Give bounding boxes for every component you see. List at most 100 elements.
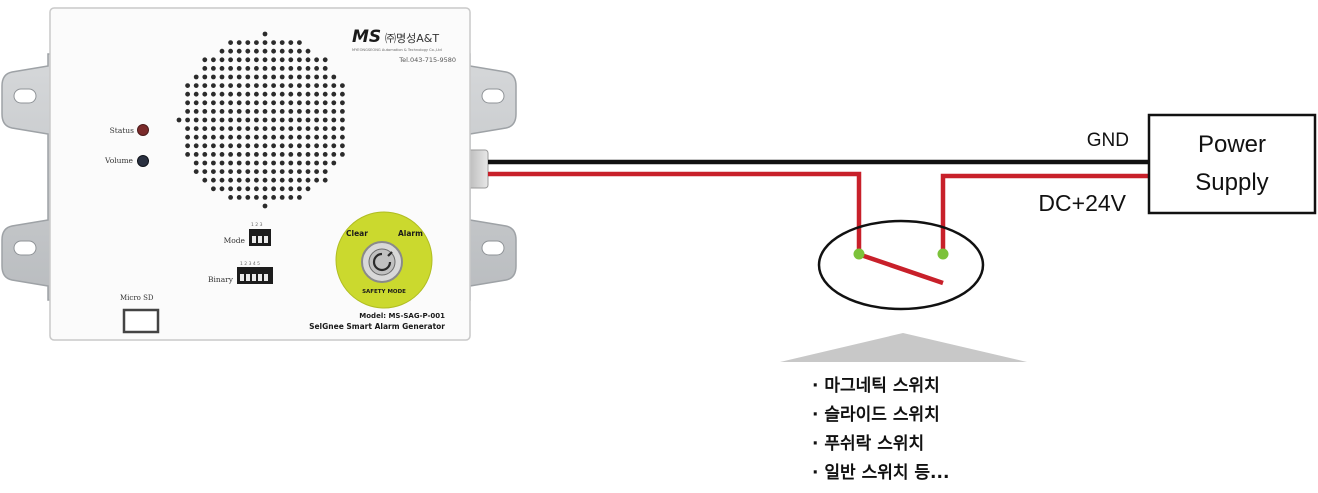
grille-hole [254, 66, 259, 71]
grille-hole [228, 117, 234, 123]
grille-hole [297, 177, 302, 183]
microsd-slot[interactable] [122, 308, 160, 334]
mount-slot-top-left [13, 88, 37, 104]
speaker-grille [176, 31, 345, 209]
brand-logo: MS [352, 27, 381, 47]
grille-hole [331, 143, 337, 149]
grille-hole [245, 143, 251, 149]
grille-hole [279, 160, 285, 166]
grille-hole [254, 83, 259, 88]
grille-hole [236, 117, 242, 123]
grille-hole [305, 91, 311, 97]
grille-hole [185, 134, 191, 140]
grille-hole [262, 195, 268, 200]
grille-hole [305, 117, 311, 123]
grille-hole [331, 74, 337, 80]
grille-hole [271, 40, 276, 45]
grille-hole [288, 117, 294, 123]
grille-hole [211, 109, 216, 114]
key-icon [372, 252, 392, 272]
gnd-label: GND [1087, 130, 1129, 151]
grille-hole [262, 126, 268, 131]
grille-hole [262, 57, 268, 63]
grille-hole [271, 134, 276, 140]
grille-hole [314, 83, 319, 88]
grille-hole [288, 152, 294, 157]
grille-hole [297, 83, 302, 88]
grille-hole [202, 169, 208, 175]
grille-hole [297, 169, 302, 175]
grille-hole [228, 91, 234, 97]
grille-hole [202, 117, 208, 123]
mode-dip-switch[interactable] [249, 229, 271, 246]
grille-hole [193, 74, 199, 80]
grille-hole [245, 152, 251, 157]
grille-hole [322, 57, 328, 63]
grille-hole [245, 40, 251, 45]
grille-hole [314, 57, 319, 63]
grille-hole [331, 117, 337, 123]
positive-wire-device-side [488, 171, 862, 253]
grille-hole [254, 134, 259, 140]
grille-hole [193, 91, 199, 97]
grille-hole [279, 100, 285, 106]
grille-hole [271, 169, 276, 175]
grille-hole [245, 126, 251, 131]
grille-hole [193, 117, 199, 123]
grille-hole [219, 100, 225, 106]
grille-hole [262, 109, 268, 114]
switch-type-item: · 마그네틱 스위치 [812, 376, 940, 396]
grille-hole [314, 160, 319, 166]
grille-hole [340, 109, 345, 114]
grille-hole [245, 134, 251, 140]
grille-hole [297, 152, 302, 157]
grille-hole [254, 109, 259, 114]
grille-hole [211, 134, 216, 140]
grille-hole [228, 83, 234, 88]
grille-hole [262, 177, 268, 183]
switch-type-item: · 푸쉬락 스위치 [812, 434, 924, 454]
grille-hole [236, 91, 242, 97]
grille-hole [236, 83, 242, 88]
grille-hole [271, 74, 276, 80]
grille-hole [245, 177, 251, 183]
grille-hole [254, 74, 259, 80]
grille-hole [236, 195, 242, 200]
switch-contact-left [853, 248, 865, 260]
grille-hole [340, 152, 345, 157]
grille-hole [236, 186, 242, 192]
grille-hole [245, 109, 251, 114]
key-switch[interactable] [335, 211, 433, 309]
grille-hole [279, 66, 285, 71]
grille-hole [219, 126, 225, 131]
grille-hole [219, 91, 225, 97]
grille-hole [193, 152, 199, 157]
grille-hole [211, 169, 216, 175]
grille-hole [254, 143, 259, 149]
grille-hole [262, 91, 268, 97]
grille-hole [228, 126, 234, 131]
grille-hole [228, 74, 234, 80]
grille-hole [271, 152, 276, 157]
grille-hole [245, 83, 251, 88]
grille-hole [262, 83, 268, 88]
status-label: Status [110, 126, 134, 135]
grille-hole [245, 169, 251, 175]
grille-hole [236, 66, 242, 71]
grille-hole [288, 177, 294, 183]
grille-hole [236, 57, 242, 63]
grille-hole [331, 134, 337, 140]
grille-hole [202, 66, 208, 71]
grille-hole [228, 152, 234, 157]
volume-knob[interactable] [137, 155, 149, 167]
grille-hole [331, 83, 337, 88]
product-name: SelGnee Smart Alarm Generator [309, 322, 445, 331]
grille-hole [305, 100, 311, 106]
status-led [137, 124, 149, 136]
grille-hole [297, 126, 302, 131]
grille-hole [228, 186, 234, 192]
binary-dip-switch[interactable] [237, 267, 273, 284]
power-supply-line2: Supply [1195, 169, 1268, 196]
grille-hole [262, 66, 268, 71]
grille-hole [288, 74, 294, 80]
